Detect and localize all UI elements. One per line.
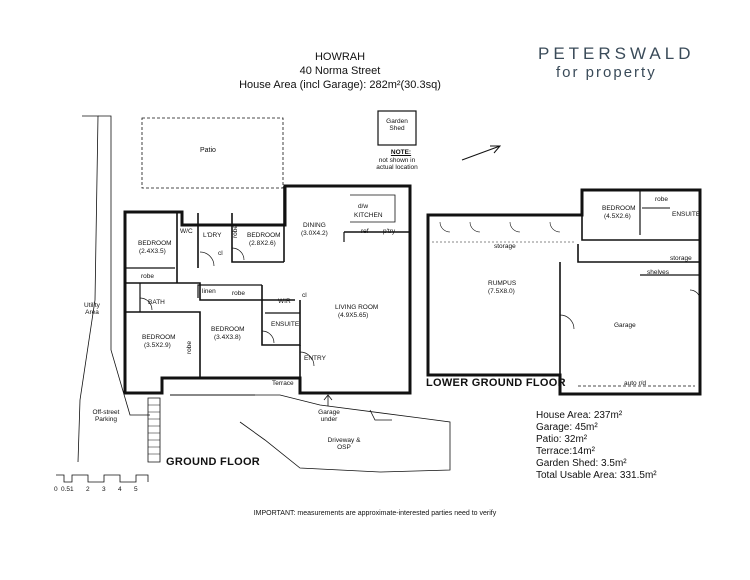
living-room-label: LIVING ROOM xyxy=(335,304,379,311)
wir-label: WIR xyxy=(278,298,291,305)
storage-2-label: storage xyxy=(670,255,692,262)
rumpus-size: (7.5X8.0) xyxy=(488,288,515,295)
garden-shed-label: Garden Shed xyxy=(386,118,408,132)
lower-bedroom-label: BEDROOM xyxy=(602,205,636,212)
scale-tick: 0 xyxy=(54,486,58,493)
living-room-size: (4.9X5.65) xyxy=(338,312,369,319)
auto-door-label: auto r/d xyxy=(624,380,647,387)
stat-garage: Garage: 45m² xyxy=(536,422,598,433)
ground-floor-outer-wall xyxy=(123,184,412,395)
dishwasher-label: d/w xyxy=(358,203,369,210)
stairs xyxy=(147,397,161,463)
lower-floor-outer-wall xyxy=(426,188,702,396)
cupboard-2-label: cl xyxy=(302,292,307,299)
stat-garden-shed: Garden Shed: 3.5m² xyxy=(536,458,627,469)
bedroom-2-label: BEDROOM xyxy=(247,232,281,239)
scale-tick: 4 xyxy=(118,486,122,493)
driveway-label: Driveway & OSP xyxy=(327,437,361,451)
off-street-parking-label: Off-street Parking xyxy=(92,409,120,423)
measurement-disclaimer: IMPORTANT: measurements are approximate-… xyxy=(253,510,497,517)
wc-label: W/C xyxy=(180,228,193,235)
dining-size: (3.0X4.2) xyxy=(301,230,328,237)
bedroom-1-size: (2.4X3.5) xyxy=(139,248,166,255)
scale-tick: 5 xyxy=(134,486,138,493)
patio-label: Patio xyxy=(200,147,216,154)
driveway-outline xyxy=(239,394,451,473)
entry-label: ENTRY xyxy=(304,355,326,362)
robe-vertical-label: robe xyxy=(232,224,240,239)
ensuite-label: ENSUITE xyxy=(271,321,300,328)
bedroom-2-size: (2.8X2.6) xyxy=(249,240,276,247)
brand-logo-name: PETERSWALD xyxy=(538,44,695,63)
robe-1-label: robe xyxy=(141,273,155,280)
ground-floor-title: GROUND FLOOR xyxy=(166,456,261,468)
shed-note-heading: NOTE: xyxy=(390,149,412,156)
garage-label: Garage xyxy=(614,322,636,329)
scale-tick: 0.5 xyxy=(61,486,71,493)
boundary-west xyxy=(98,115,150,416)
kitchen-label: KITCHEN xyxy=(354,212,383,219)
linen-label: linen xyxy=(202,288,216,295)
utility-area-label: Utility Area xyxy=(84,302,100,316)
house-area-summary: House Area (incl Garage): 282m²(30.3sq) xyxy=(239,79,441,91)
bedroom-4-size: (3.4X3.8) xyxy=(214,334,241,341)
patio-outline xyxy=(141,117,284,189)
north-arrow-icon xyxy=(461,145,501,161)
fridge-label: ref xyxy=(361,228,369,235)
property-suburb: HOWRAH xyxy=(314,51,366,63)
dining-label: DINING xyxy=(303,222,326,229)
bedroom-3-label: BEDROOM xyxy=(142,334,176,341)
bedroom-4-label: BEDROOM xyxy=(211,326,245,333)
property-address: 40 Norma Street xyxy=(299,65,381,77)
stat-terrace: Terrace:14m² xyxy=(536,446,595,457)
stat-house-area: House Area: 237m² xyxy=(536,410,623,421)
bath-label: BATH xyxy=(148,299,165,306)
laundry-label: L'DRY xyxy=(203,232,222,239)
robe-2-label: robe xyxy=(232,290,246,297)
brand-logo-tagline: for property xyxy=(556,64,657,81)
stat-total-usable-area: Total Usable Area: 331.5m² xyxy=(536,470,657,481)
laundry-cupboard-label: cl xyxy=(218,250,223,257)
lower-bedroom-size: (4.5X2.6) xyxy=(604,213,631,220)
shelves-label: shelves xyxy=(647,269,670,276)
pantry-label: p'try xyxy=(383,228,396,235)
garage-under-label: Garage under xyxy=(318,409,340,423)
bedroom-3-size: (3.5X2.9) xyxy=(144,342,171,349)
storage-1-label: storage xyxy=(494,243,516,250)
scale-bar xyxy=(56,474,149,483)
scale-tick: 3 xyxy=(102,486,106,493)
scale-tick: 2 xyxy=(86,486,90,493)
lower-robe-label: robe xyxy=(655,196,669,203)
lower-ensuite-label: ENSUITE xyxy=(672,211,701,218)
lower-ground-floor-title: LOWER GROUND FLOOR xyxy=(426,377,566,389)
shed-note-text: not shown in actual location xyxy=(376,157,418,171)
terrace-label: Terrace xyxy=(272,380,294,387)
robe-3-label: robe xyxy=(186,340,194,355)
scale-tick: 1 xyxy=(70,486,74,493)
bedroom-1-label: BEDROOM xyxy=(138,240,172,247)
stat-patio: Patio: 32m² xyxy=(536,434,588,445)
rumpus-label: RUMPUS xyxy=(488,280,517,287)
garden-shed-outline xyxy=(377,110,417,146)
